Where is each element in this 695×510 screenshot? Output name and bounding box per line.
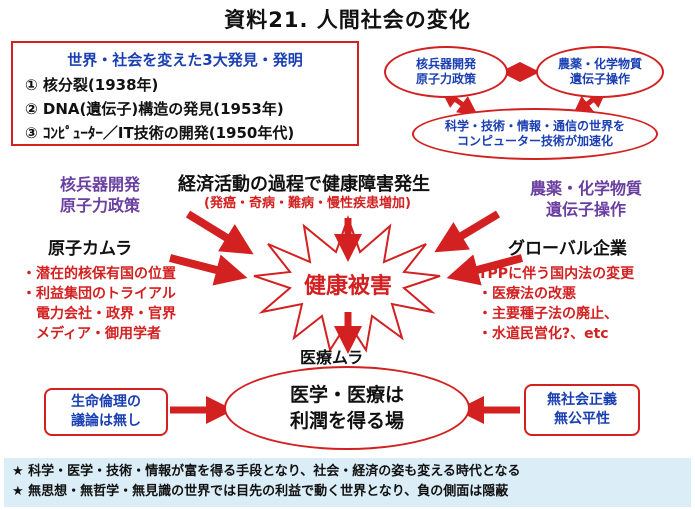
left-group-line: 電力会社・政界・官界 — [22, 306, 176, 322]
arrow-leftgroup-to-center — [169, 254, 248, 286]
right-group-list: TPPに伴う国内法の変更 ・医療法の改悪 ・主要種子法の廃止、 ・水道民営化?、… — [478, 264, 634, 344]
oval-agri: 農薬・化学物質 遺伝子操作 — [536, 46, 664, 98]
arrow-left-to-center — [185, 210, 254, 255]
right-group-line: ・医療法の改悪 — [478, 286, 576, 302]
discovery-item: ① 核分裂(1938年) — [25, 76, 159, 94]
oval-nuclear-line: 原子力政策 — [415, 72, 476, 86]
bottom-left-box: 生命倫理の 議論は無し — [44, 388, 168, 436]
discoveries-box: 世界・社会を変えた3大発見・発明 ① 核分裂(1938年) ② DNA(遺伝子)… — [11, 41, 359, 146]
oval-agri-line: 遺伝子操作 — [569, 72, 630, 86]
left-group-line: ・利益集団のトライアル — [22, 286, 176, 302]
arrow-right-to-center — [434, 210, 501, 253]
footer-notes: ★ 科学・医学・技術・情報が富を得る手段となり、社会・経済の姿も変える時代となる… — [4, 458, 691, 507]
right-topic-line: 遺伝子操作 — [545, 200, 626, 219]
left-topic-line: 核兵器開発 — [59, 175, 140, 194]
oval-tech-line: 科学・技術・情報・通信の世界を — [444, 119, 625, 133]
footer-note: ★ 科学・医学・技術・情報が富を得る手段となり、社会・経済の姿も変える時代となる — [12, 464, 521, 479]
medical-village-label: 医療ムラ — [300, 348, 364, 367]
arrow-rightgroup-to-center — [446, 254, 524, 286]
left-group-line: ・潜在的核保有国の位置 — [22, 266, 176, 282]
oval-agri-line: 農薬・化学物質 — [557, 57, 642, 71]
right-group-line: TPPに伴う国内法の変更 — [478, 266, 635, 282]
discoveries-heading: 世界・社会を変えた3大発見・発明 — [67, 51, 303, 69]
bottom-center-line: 医学・医療は — [289, 384, 404, 406]
discovery-item: ③ ｺﾝﾋﾟｭｰﾀｰ／IT技術の開発(1950年代) — [25, 124, 295, 142]
bottom-center-line: 利潤を得る場 — [289, 410, 404, 432]
left-topic: 核兵器開発 原子力政策 — [30, 174, 170, 216]
right-topic: 農薬・化学物質 遺伝子操作 — [512, 178, 660, 220]
bottom-right-box: 無社会正義 無公平性 — [524, 384, 640, 436]
footer-note: ★ 無思想・無哲学・無見識の世界では目先の利益で動く世界となり、負の側面は隠蔽 — [12, 484, 509, 499]
bottom-center-oval: 医学・医療は 利潤を得る場 — [224, 366, 470, 450]
left-group-line: メディア・御用学者 — [22, 326, 162, 342]
right-topic-line: 農薬・化学物質 — [529, 179, 642, 198]
left-group-name: 原子カムラ — [48, 239, 133, 259]
bottom-left-line: 生命倫理の — [71, 394, 141, 410]
right-group-line: ・主要種子法の廃止、 — [478, 306, 618, 322]
center-cause-sub: (発癌・奇病・難病・慢性疾患増加) — [204, 196, 411, 211]
center-cause-title: 経済活動の過程で健康障害発生 — [178, 174, 430, 195]
oval-nuclear: 核兵器開発 原子力政策 — [384, 46, 508, 98]
oval-tech: 科学・技術・情報・通信の世界を コンピューター技術が加速化 — [412, 108, 658, 160]
center-health-damage: 健康被害 — [303, 274, 392, 299]
oval-nuclear-line: 核兵器開発 — [415, 57, 476, 71]
discovery-item: ② DNA(遺伝子)構造の発見(1953年) — [25, 100, 284, 118]
oval-tech-line: コンピューター技術が加速化 — [456, 134, 613, 148]
right-group-name: グローバル企業 — [508, 239, 627, 259]
page-title: 資料21. 人間社会の変化 — [224, 8, 471, 32]
right-group-line: ・水道民営化?、etc — [478, 326, 609, 342]
bottom-right-line: 無公平性 — [554, 411, 610, 427]
bottom-left-line: 議論は無し — [71, 413, 141, 429]
left-group-list: ・潜在的核保有国の位置 ・利益集団のトライアル 電力会社・政界・官界 メディア・… — [22, 264, 176, 344]
left-topic-line: 原子力政策 — [59, 196, 140, 215]
bottom-right-line: 無社会正義 — [547, 392, 617, 408]
